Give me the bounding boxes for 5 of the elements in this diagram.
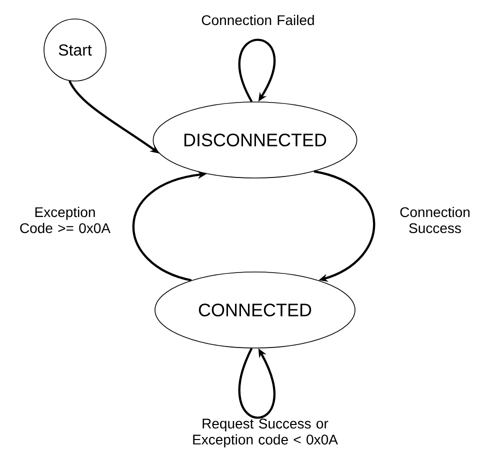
arrow <box>314 170 376 282</box>
edge-label: Request Success or Exception code < 0x0A <box>193 418 338 448</box>
edge-label: Exception Code >= 0x0A <box>20 206 110 234</box>
edge-label: Connection Failed <box>202 14 314 26</box>
edge-label: Connection Success <box>400 206 470 234</box>
